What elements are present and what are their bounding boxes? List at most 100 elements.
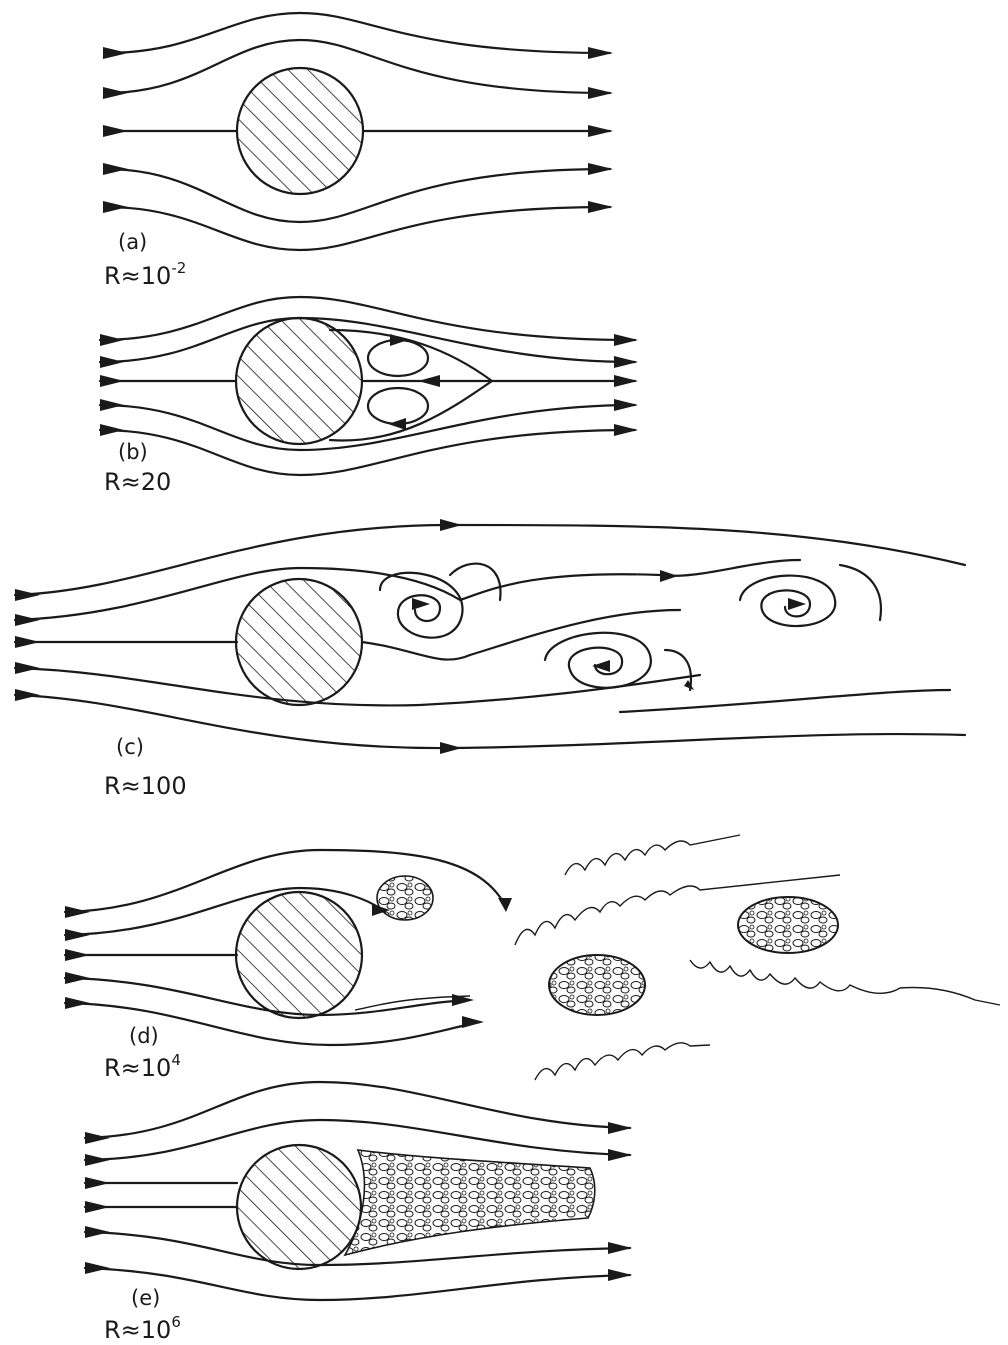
arrowhead <box>103 125 128 137</box>
cylinder <box>237 1145 361 1269</box>
panel-a: (a) R≈10-2 <box>103 13 613 290</box>
streamline <box>15 525 965 595</box>
streamline <box>105 40 610 93</box>
panel-label: (c) <box>116 735 144 759</box>
arrowhead <box>85 1226 110 1238</box>
vortex-spiral <box>545 633 651 688</box>
arrowhead <box>614 399 638 411</box>
arrowhead <box>103 87 128 99</box>
panel-b: (b) R≈20 <box>100 297 638 496</box>
cylinder <box>237 68 363 194</box>
arrowhead <box>588 87 613 99</box>
arrowhead <box>15 689 40 701</box>
arrowhead <box>588 47 613 59</box>
streamline <box>620 690 950 712</box>
arrowhead <box>592 660 610 672</box>
cylinder <box>236 579 362 705</box>
streamline <box>100 430 635 475</box>
arrowhead <box>614 375 638 387</box>
arrowhead <box>614 424 638 436</box>
arrowhead <box>660 570 678 582</box>
arrowhead <box>103 163 128 175</box>
streamline <box>85 1268 630 1300</box>
panel-d: (d) R≈104 <box>65 835 1000 1082</box>
streamline <box>100 297 635 340</box>
arrowhead <box>103 47 128 59</box>
arrowhead <box>608 1122 632 1134</box>
arrowhead <box>103 201 128 213</box>
reynolds-number: R≈100 <box>104 772 187 800</box>
streamline <box>15 560 800 620</box>
panel-label: (b) <box>118 440 148 464</box>
arrowhead <box>85 1177 110 1189</box>
arrowhead <box>65 906 90 918</box>
arrowhead <box>15 662 40 674</box>
arrowhead <box>614 334 638 346</box>
arrowhead <box>15 614 40 626</box>
arrowhead <box>418 375 440 387</box>
turbulent-eddy <box>377 876 433 920</box>
arrowhead <box>588 163 613 175</box>
arrowhead <box>85 1201 110 1213</box>
arrowhead <box>440 519 462 531</box>
arrowhead <box>65 972 90 984</box>
panel-c: (c) R≈100 <box>15 519 965 800</box>
arrowhead <box>608 1149 632 1161</box>
streamline <box>105 13 610 53</box>
panel-label: (e) <box>131 1286 160 1310</box>
arrowhead <box>684 680 694 690</box>
arrowhead <box>65 949 90 961</box>
recirculating-eddy <box>368 388 428 424</box>
cylinder <box>236 892 362 1018</box>
arrowhead <box>100 375 124 387</box>
arrowhead <box>498 898 512 912</box>
arrowhead <box>100 399 124 411</box>
streamline <box>100 405 635 450</box>
reynolds-number: R≈20 <box>104 468 171 496</box>
arrowhead <box>85 1262 110 1274</box>
arrowhead <box>85 1154 110 1166</box>
streamline <box>15 695 965 748</box>
turbulent-eddy <box>549 955 645 1015</box>
arrowhead <box>65 997 90 1009</box>
arrowheads <box>15 519 806 754</box>
arrowhead <box>588 201 613 213</box>
reynolds-number: R≈104 <box>104 1051 181 1082</box>
arrowhead <box>100 356 124 368</box>
arrowhead <box>588 125 613 137</box>
arrowhead <box>388 418 406 430</box>
arrowhead <box>412 598 430 610</box>
arrowhead <box>440 742 462 754</box>
panel-label: (a) <box>118 230 147 254</box>
arrowhead <box>85 1132 110 1144</box>
arrowhead <box>15 589 40 601</box>
panel-label: (d) <box>129 1024 159 1048</box>
vortex-spiral <box>740 576 835 626</box>
reynolds-number: R≈106 <box>104 1313 181 1344</box>
arrowhead <box>390 334 408 346</box>
arrowheads <box>100 334 638 436</box>
arrowhead <box>614 356 638 368</box>
recirculating-eddy <box>368 340 428 376</box>
turbulent-eddy <box>738 897 838 953</box>
arrowhead <box>608 1242 632 1254</box>
cylinder <box>236 318 362 444</box>
arrowhead <box>100 424 124 436</box>
vortex-spiral <box>840 565 881 620</box>
wavy-wake-line <box>690 960 1000 1005</box>
arrowhead <box>608 1269 632 1281</box>
arrowhead <box>788 598 806 610</box>
wavy-wake-line <box>565 835 740 875</box>
wavy-wake-line <box>535 1043 710 1080</box>
streamline <box>105 169 610 222</box>
arrowhead <box>462 1016 484 1028</box>
panel-e: (e) R≈106 <box>85 1082 632 1344</box>
turbulent-wake <box>345 1150 595 1255</box>
arrowhead <box>15 636 40 648</box>
streamline <box>105 207 610 250</box>
arrowhead <box>100 334 124 346</box>
arrowhead <box>65 929 90 941</box>
streamline <box>85 1082 630 1138</box>
reynolds-number: R≈10-2 <box>104 259 186 290</box>
